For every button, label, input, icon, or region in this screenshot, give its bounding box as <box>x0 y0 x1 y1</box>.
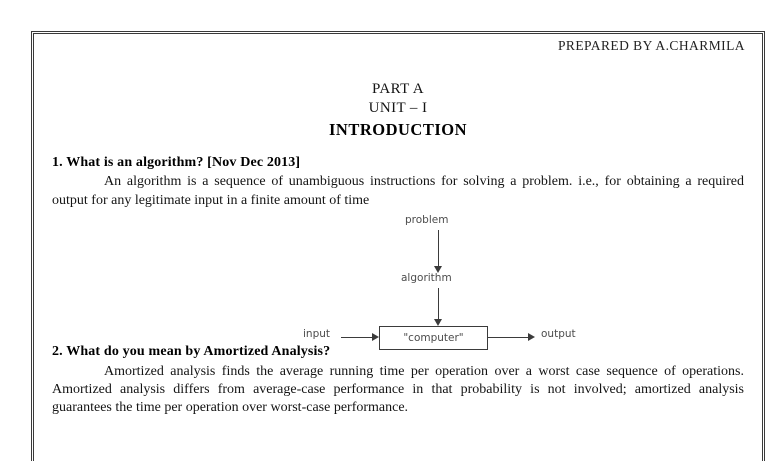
document-page-content: PREPARED BY A.CHARMILA PART A UNIT – I I… <box>34 34 762 461</box>
figure-connector-algorithm-to-computer <box>438 287 439 321</box>
arrow-right-icon <box>372 332 379 341</box>
arrow-down-icon <box>434 265 442 273</box>
figure-node-output: output <box>541 327 576 340</box>
question-2-heading: 2. What do you mean by Amortized Analysi… <box>52 343 331 359</box>
figure-node-computer-box: "computer" <box>379 325 488 350</box>
figure-node-algorithm: algorithm <box>401 271 452 284</box>
figure-node-input: input <box>303 327 331 340</box>
qa-block-2: 2. What do you mean by Amortized Analysi… <box>50 344 746 418</box>
arrow-down-icon <box>434 318 442 326</box>
title-block: PART A UNIT – I INTRODUCTION <box>50 80 746 140</box>
arrow-right-icon <box>528 332 535 341</box>
title-part-line: PART A <box>372 81 424 97</box>
figure-node-computer-label: "computer" <box>403 331 464 344</box>
qa-block-1: 1. What is an algorithm? [Nov Dec 2013] … <box>50 155 746 209</box>
question-1-answer: An algorithm is a sequence of unambiguou… <box>52 174 744 208</box>
document-page-frame: PREPARED BY A.CHARMILA PART A UNIT – I I… <box>31 31 765 461</box>
figure-connector-input-to-computer <box>341 336 373 338</box>
figure-connector-computer-to-output <box>487 336 529 338</box>
question-2-answer: Amortized analysis finds the average run… <box>52 363 744 416</box>
question-1-heading: 1. What is an algorithm? [Nov Dec 2013] <box>52 155 301 171</box>
algorithm-flow-diagram: problem algorithm input "computer" outpu… <box>50 213 746 350</box>
page-title: INTRODUCTION <box>328 120 468 140</box>
title-unit-line: UNIT – I <box>368 100 428 117</box>
running-header: PREPARED BY A.CHARMILA <box>557 38 745 53</box>
figure-connector-problem-to-algorithm <box>438 229 439 268</box>
figure-node-problem: problem <box>405 213 449 226</box>
